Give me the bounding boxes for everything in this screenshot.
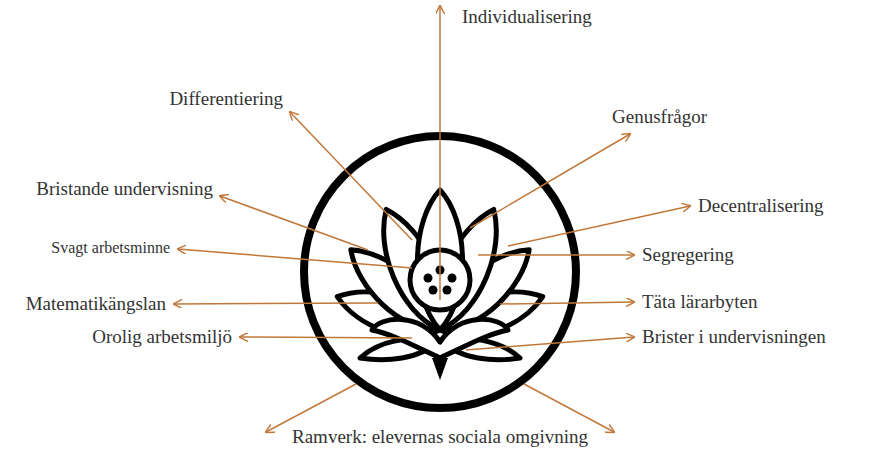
factor-label: Svagt arbetsminne — [51, 239, 170, 257]
factor-label: Matematikängslan — [26, 293, 166, 315]
factor-label: Brister i undervisningen — [642, 326, 826, 348]
framework-label: Ramverk: elevernas sociala omgivning — [292, 426, 588, 448]
factor-label: Orolig arbetsmiljö — [92, 326, 232, 348]
factor-label: Täta lärarbyten — [642, 291, 758, 313]
factor-label: Bristande undervisning — [36, 178, 213, 200]
factor-label: Individualisering — [462, 6, 592, 28]
factor-label: Segregering — [642, 244, 734, 266]
factor-label: Decentralisering — [698, 195, 824, 217]
leader-arrows — [174, 6, 690, 432]
factor-label: Genusfrågor — [612, 106, 707, 128]
factor-label: Differentiering — [169, 88, 283, 110]
lotus-stem — [432, 358, 448, 380]
